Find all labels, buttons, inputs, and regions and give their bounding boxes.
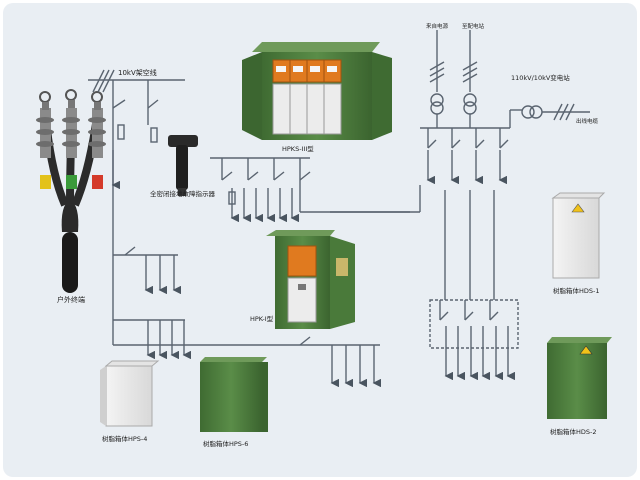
fault-indicator-device <box>168 135 198 196</box>
branch-box-4-label: 树脂箱体HPS-4 <box>102 434 147 443</box>
phase-green-marker <box>66 175 77 189</box>
feed-a-label: 来自电源 <box>426 22 449 30</box>
phase-red-marker <box>92 175 103 189</box>
branch-box-1-label: 树脂箱体HDS-1 <box>553 286 600 295</box>
outgoing-line-label: 出线电缆 <box>576 117 599 125</box>
branch-box-hds-1 <box>551 192 606 279</box>
phase-yellow-marker <box>40 175 51 189</box>
hpk-i-label: HPK-I型 <box>250 314 274 323</box>
overhead-line-wiring <box>88 69 381 388</box>
hpks-iii-cabinet <box>242 42 392 140</box>
fault-indicator-label: 全密闭接地故障指示器 <box>150 189 216 198</box>
hpks-iii-label: HPKS-III型 <box>282 144 314 153</box>
cabinet-feeder-wiring <box>210 157 421 223</box>
branch-box-hps-4 <box>100 360 160 427</box>
hpk-i-ring-main-unit <box>266 230 355 329</box>
branch-box-hps-6 <box>200 357 268 432</box>
branch-box-2-label: 树脂箱体HDS-2 <box>550 427 597 436</box>
branch-box-hds-2 <box>547 337 612 419</box>
substation-label: 110kV/10kV变电站 <box>511 73 570 82</box>
branch-box-6-label: 树脂箱体HPS-6 <box>203 439 248 448</box>
substation-wiring <box>420 30 590 381</box>
outdoor-termination-label: 户外终端 <box>57 295 85 304</box>
overhead-line-label: 10kV架空线 <box>118 68 157 77</box>
feed-b-label: 至配电站 <box>462 22 485 30</box>
outdoor-cable-termination <box>36 89 106 293</box>
